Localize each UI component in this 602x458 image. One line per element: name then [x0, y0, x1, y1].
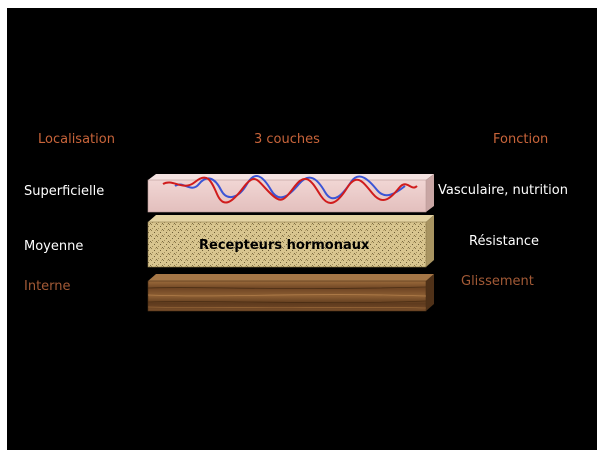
layer-interne: [148, 274, 434, 311]
slide: Localisation 3 couches Fonction Superfic…: [7, 8, 597, 450]
layer-superficielle: [148, 174, 434, 212]
layers-diagram: [7, 8, 597, 450]
inner-label-recepteurs: Recepteurs hormonaux: [199, 238, 369, 254]
